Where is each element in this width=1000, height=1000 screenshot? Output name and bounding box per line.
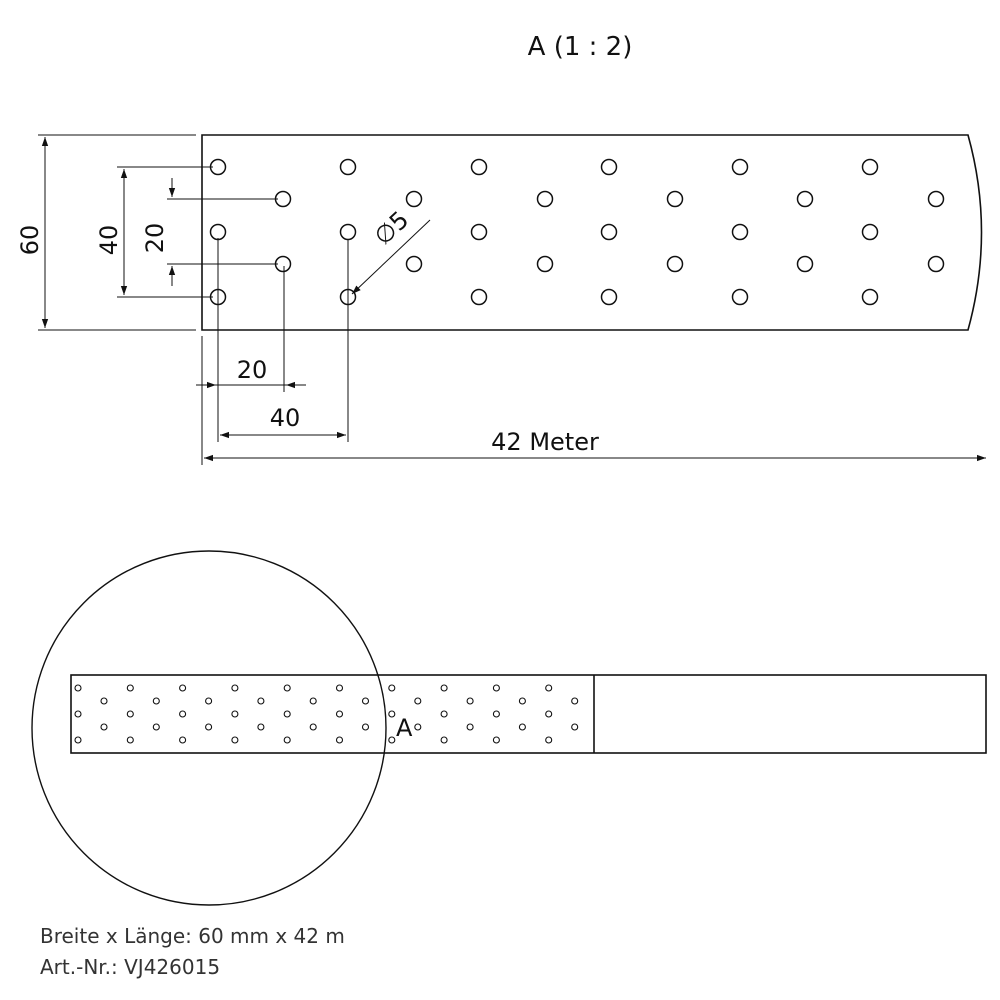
- hole: [545, 684, 553, 692]
- hole: [440, 736, 448, 744]
- hole: [731, 223, 749, 241]
- hole: [179, 684, 187, 692]
- dimension-label-vertical-20: 20: [141, 223, 169, 254]
- dimension-label-horizontal-20: 20: [237, 356, 268, 384]
- dimension-width-60: 60: [16, 134, 196, 331]
- hole: [466, 697, 474, 705]
- hole: [74, 684, 82, 692]
- hole: [466, 723, 474, 731]
- hole: [470, 288, 488, 306]
- dimension-length: 42 Meter: [201, 336, 986, 465]
- hole: [666, 255, 684, 273]
- hole: [861, 288, 879, 306]
- hole: [440, 710, 448, 718]
- hole: [518, 723, 526, 731]
- hole: [309, 697, 317, 705]
- hole: [309, 723, 317, 731]
- hole: [536, 255, 554, 273]
- dimension-horizontal-40: 40: [220, 404, 346, 439]
- detail-marker-label: A: [396, 714, 413, 742]
- detail-hole-pattern: [209, 158, 945, 306]
- hole: [209, 223, 227, 241]
- dimension-label-hole-diameter: ∅5: [369, 206, 415, 251]
- dimension-vertical-40: 40: [95, 166, 213, 298]
- hole: [796, 255, 814, 273]
- hole: [335, 684, 344, 692]
- dimension-hole-diameter: ∅5: [351, 206, 431, 295]
- hole: [927, 190, 945, 208]
- hole: [126, 684, 134, 692]
- hole: [335, 736, 344, 744]
- hole: [470, 158, 488, 176]
- hole: [600, 288, 618, 306]
- hole: [231, 736, 239, 744]
- hole: [126, 710, 134, 718]
- hole: [205, 697, 213, 705]
- detail-title: A (1 : 2): [528, 32, 633, 62]
- hole: [536, 190, 554, 208]
- hole: [100, 697, 108, 705]
- hole: [335, 710, 344, 718]
- hole: [518, 697, 526, 705]
- hole: [492, 684, 500, 692]
- hole: [796, 190, 814, 208]
- hole: [179, 736, 187, 744]
- hole: [388, 710, 396, 718]
- hole: [731, 288, 749, 306]
- hole: [283, 684, 291, 692]
- size-spec: Breite x Länge: 60 mm x 42 m: [40, 924, 345, 948]
- dimension-label-vertical-40: 40: [95, 225, 123, 256]
- hole: [545, 736, 553, 744]
- overview-hole-pattern: [74, 684, 579, 744]
- detail-circle-a: [31, 550, 387, 906]
- hole: [414, 723, 422, 731]
- hole: [600, 158, 618, 176]
- overview-strip: [70, 674, 987, 754]
- hole: [257, 697, 265, 705]
- hole: [74, 710, 82, 718]
- hole: [152, 697, 160, 705]
- hole: [74, 736, 82, 744]
- hole: [861, 158, 879, 176]
- hole: [666, 190, 684, 208]
- hole: [283, 710, 291, 718]
- hole: [600, 223, 618, 241]
- hole: [205, 723, 213, 731]
- article-number: Art.-Nr.: VJ426015: [40, 955, 221, 979]
- hole: [405, 255, 423, 273]
- strip-outline: [201, 134, 983, 331]
- hole: [231, 710, 239, 718]
- hole: [571, 723, 579, 731]
- hole: [405, 190, 423, 208]
- hole: [339, 158, 357, 176]
- hole: [440, 684, 448, 692]
- hole: [283, 736, 291, 744]
- hole: [100, 723, 108, 731]
- hole: [257, 723, 265, 731]
- hole: [361, 697, 370, 705]
- hole: [470, 223, 488, 241]
- hole: [414, 697, 422, 705]
- hole: [231, 684, 239, 692]
- hole: [545, 710, 553, 718]
- hole: [927, 255, 945, 273]
- hole: [361, 723, 370, 731]
- dimension-label-width: 60: [16, 225, 44, 256]
- hole: [126, 736, 134, 744]
- hole: [731, 158, 749, 176]
- dimension-label-horizontal-40: 40: [270, 404, 301, 432]
- hole: [179, 710, 187, 718]
- hole: [152, 723, 160, 731]
- dimension-vertical-20: 20: [141, 178, 278, 286]
- hole: [571, 697, 579, 705]
- hole: [388, 684, 396, 692]
- hole: [492, 710, 500, 718]
- hole: [861, 223, 879, 241]
- hole: [388, 736, 396, 744]
- hole: [339, 223, 357, 241]
- dimension-horizontal-20: 20: [196, 356, 306, 389]
- hole: [492, 736, 500, 744]
- dimension-label-length: 42 Meter: [491, 428, 599, 456]
